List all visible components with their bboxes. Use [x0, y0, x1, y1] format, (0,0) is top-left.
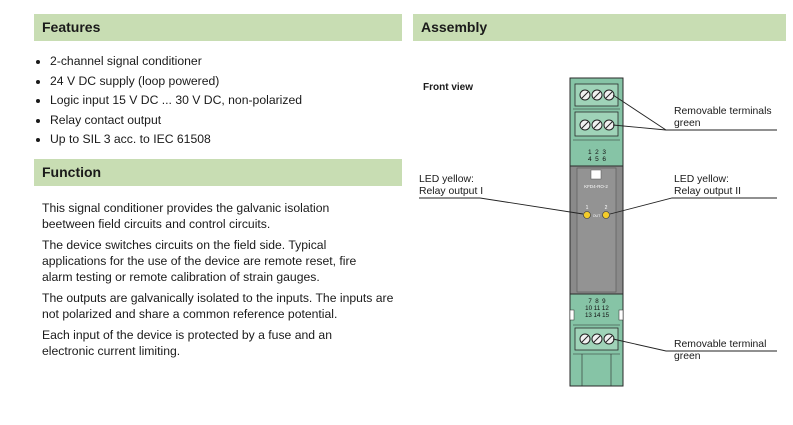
- terminals-top-line2: green: [674, 118, 701, 129]
- function-header: Function: [34, 159, 402, 186]
- top-screws-row2: [579, 119, 615, 131]
- top-screws-row1: [579, 89, 615, 101]
- led2-number: 2: [605, 205, 608, 211]
- leader-lines: [419, 94, 777, 352]
- terminal-bottom-line1: Removable terminal: [674, 339, 767, 350]
- terminal-bottom-label: Removable terminal green: [674, 339, 766, 363]
- led-right-label: LED yellow: Relay output II: [674, 174, 741, 198]
- assembly-header: Assembly: [413, 14, 786, 41]
- terminals-top-line1: Removable terminals: [674, 106, 772, 117]
- led-right-line1: LED yellow:: [674, 174, 729, 185]
- out-label: OUT: [593, 214, 601, 218]
- function-paragraph: Each input of the device is protected by…: [42, 328, 332, 358]
- bottom-screws: [579, 333, 615, 345]
- function-title: Function: [42, 164, 102, 180]
- led1-number: 1: [586, 205, 589, 211]
- terminal-bottom-line2: green: [674, 351, 701, 362]
- led-left-line1: LED yellow:: [419, 174, 474, 185]
- feature-item: 24 V DC supply (loop powered): [50, 72, 302, 92]
- terminals-top-label: Removable terminals green: [674, 106, 772, 130]
- top-terminal-numbers-row2: 4 5 6: [588, 156, 606, 163]
- features-list: 2-channel signal conditioner 24 V DC sup…: [36, 52, 302, 150]
- features-header: Features: [34, 14, 402, 41]
- feature-item: Relay contact output: [50, 111, 302, 131]
- top-terminal-numbers-row1: 1 2 3: [588, 149, 606, 156]
- assembly-title: Assembly: [421, 19, 488, 35]
- feature-item: 2-channel signal conditioner: [50, 52, 302, 72]
- device-model-label: KFD4-RO-2: [584, 184, 608, 189]
- front-view-label: Front view: [423, 82, 474, 93]
- led-right-line2: Relay output II: [674, 186, 742, 197]
- led-relay-output-2: [602, 211, 610, 219]
- bottom-terminal-numbers-row3: 13 14 15: [585, 312, 610, 319]
- function-paragraph: The device switches circuits on the fiel…: [42, 238, 357, 284]
- function-paragraph: This signal conditioner provides the gal…: [42, 201, 330, 231]
- brand-logo: [590, 169, 602, 180]
- feature-item: Up to SIL 3 acc. to IEC 61508: [50, 130, 302, 150]
- bottom-terminal-numbers-row1: 7 8 9: [588, 298, 606, 305]
- device-body: [569, 165, 624, 295]
- function-paragraph: The outputs are galvanically isolated to…: [42, 291, 394, 321]
- feature-item: Logic input 15 V DC ... 30 V DC, non-pol…: [50, 91, 302, 111]
- features-title: Features: [42, 19, 101, 35]
- led-relay-output-1: [583, 211, 591, 219]
- bottom-terminal-numbers-row2: 10 11 12: [585, 305, 609, 312]
- led-left-label: LED yellow: Relay output I: [419, 174, 483, 198]
- led-left-line2: Relay output I: [419, 186, 484, 197]
